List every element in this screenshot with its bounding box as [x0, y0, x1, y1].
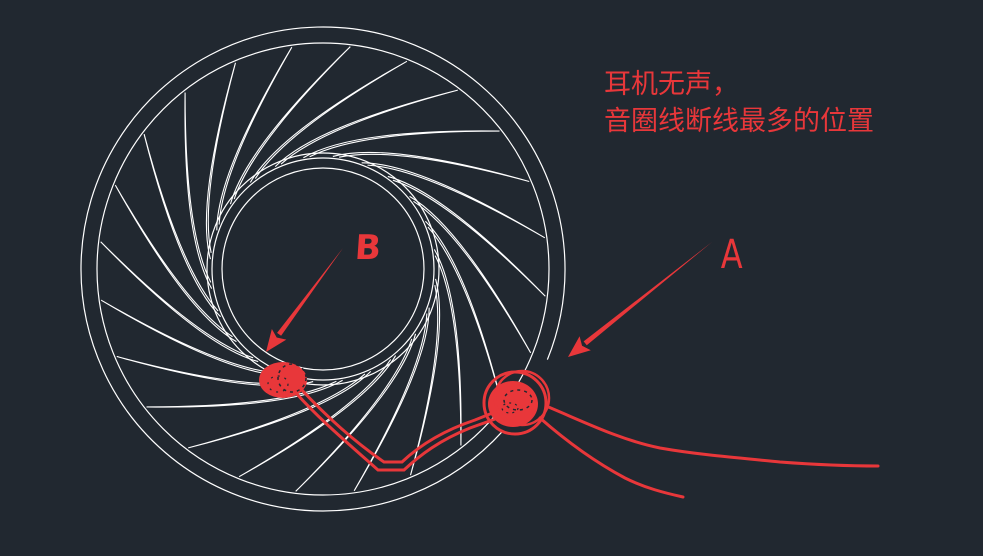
blade: [303, 130, 500, 159]
coil-ring: [211, 157, 435, 381]
voice-coil-lead-wires: [294, 386, 880, 499]
coil-ring: [221, 167, 425, 371]
lead-wire-outer: [298, 386, 502, 464]
external-wire-lower: [538, 416, 685, 499]
blade: [238, 355, 397, 478]
frame-ring: [96, 42, 550, 496]
blade: [100, 299, 285, 376]
arrow-b-head-icon: [266, 328, 287, 352]
coil-ring: [206, 152, 440, 386]
arrow-b-shaft: [277, 248, 343, 336]
outer-ring: [80, 26, 566, 512]
blade: [274, 89, 458, 167]
speaker-outer-frame: [80, 26, 566, 512]
blade: [216, 46, 293, 231]
label-b: B: [353, 228, 383, 268]
voice-coil-rings: [206, 152, 440, 386]
annotation-line-2: 音圈线断线最多的位置: [604, 106, 874, 137]
blade: [205, 62, 237, 260]
break-point-b-scribble: [259, 362, 307, 398]
blade: [188, 371, 372, 449]
blade: [184, 92, 213, 289]
annotation-note: 耳机无声， 音圈线断线最多的位置: [604, 66, 874, 140]
blade: [409, 195, 532, 354]
break-point-a-scribble: [482, 369, 551, 436]
blade: [409, 278, 441, 476]
callout-arrows: [266, 242, 712, 357]
blade: [295, 333, 417, 492]
break-point-markers: [259, 362, 551, 436]
blade: [229, 46, 351, 205]
blade: [387, 175, 546, 297]
blade: [143, 134, 221, 318]
blade: [433, 249, 462, 446]
blade: [361, 162, 546, 239]
blade: [100, 241, 259, 363]
arrow-a-head-icon: [568, 336, 591, 357]
blade: [114, 184, 237, 343]
label-a: A: [720, 232, 743, 278]
blade: [249, 60, 408, 183]
arrow-a-shaft: [583, 242, 712, 346]
annotation-line-1: 耳机无声，: [604, 69, 739, 100]
blade: [332, 151, 530, 183]
lead-wire-inner: [294, 391, 500, 472]
blade: [353, 307, 430, 492]
external-wire-upper: [544, 404, 880, 468]
